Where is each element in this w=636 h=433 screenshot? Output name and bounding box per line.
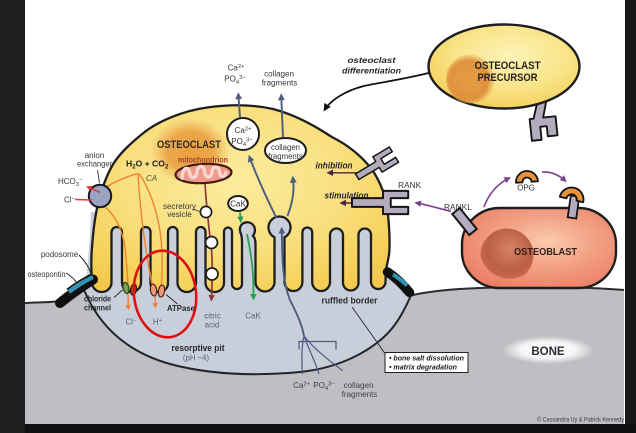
svg-text:RANKL: RANKL: [444, 202, 472, 212]
svg-text:ATPase: ATPase: [167, 304, 196, 313]
svg-text:CaK: CaK: [230, 200, 246, 209]
svg-text:citric: citric: [204, 312, 220, 321]
svg-text:CA: CA: [146, 174, 157, 183]
svg-text:© Cassandra Uy & Patrick Kenne: © Cassandra Uy & Patrick Kennedy: [537, 417, 624, 424]
svg-text:HCO3−: HCO3−: [58, 177, 83, 188]
svg-text:OSTEOBLAST: OSTEOBLAST: [514, 246, 578, 258]
svg-text:podosome: podosome: [41, 250, 79, 259]
svg-text:ruffled border: ruffled border: [322, 296, 378, 307]
svg-text:OSTEOCLAST: OSTEOCLAST: [157, 139, 221, 151]
svg-text:differentiation: differentiation: [342, 66, 401, 76]
svg-text:channel: channel: [84, 304, 111, 313]
svg-text:• bone salt dissolution: • bone salt dissolution: [389, 354, 464, 363]
svg-text:RANK: RANK: [398, 180, 422, 190]
svg-text:resorptive pit: resorptive pit: [172, 343, 225, 353]
svg-text:Ca2+: Ca2+: [235, 126, 252, 135]
svg-text:Ca2+: Ca2+: [228, 64, 245, 73]
svg-text:vesicle: vesicle: [167, 210, 192, 219]
svg-text:H2O + CO2: H2O + CO2: [126, 159, 169, 171]
svg-text:inhibition: inhibition: [316, 161, 353, 171]
svg-text:osteoclast: osteoclast: [348, 55, 397, 65]
svg-text:PRECURSOR: PRECURSOR: [478, 72, 538, 84]
svg-text:CaK: CaK: [245, 312, 261, 321]
svg-text:H+: H+: [153, 318, 163, 327]
svg-text:secretory: secretory: [163, 202, 196, 211]
svg-text:fragments: fragments: [268, 152, 303, 161]
svg-text:PO43−: PO43−: [224, 75, 246, 86]
svg-text:Ca2+: Ca2+: [293, 381, 310, 390]
svg-text:collagen: collagen: [264, 70, 294, 79]
svg-text:PO43−: PO43−: [231, 137, 253, 148]
svg-text:chloride: chloride: [84, 295, 111, 304]
svg-text:OPG: OPG: [517, 184, 535, 193]
svg-text:exchanger: exchanger: [77, 160, 112, 169]
svg-text:stimulation: stimulation: [325, 191, 369, 201]
svg-text:collagen: collagen: [271, 143, 300, 152]
svg-text:• matrix degradation: • matrix degradation: [389, 363, 457, 372]
svg-text:Cl−: Cl−: [64, 196, 76, 205]
svg-text:PO43−: PO43−: [313, 381, 335, 392]
svg-text:anion: anion: [85, 151, 105, 160]
svg-text:acid: acid: [205, 321, 220, 330]
svg-text:mitochondrion: mitochondrion: [178, 156, 228, 165]
svg-text:(pH ~4): (pH ~4): [183, 354, 210, 363]
svg-text:Cl−: Cl−: [126, 318, 138, 327]
svg-text:fragments: fragments: [262, 79, 298, 88]
svg-text:collagen: collagen: [344, 381, 374, 390]
svg-text:fragments: fragments: [342, 390, 378, 399]
svg-text:BONE: BONE: [531, 346, 565, 358]
svg-text:osteopontin: osteopontin: [28, 270, 66, 279]
svg-text:OSTEOCLAST: OSTEOCLAST: [475, 60, 541, 72]
